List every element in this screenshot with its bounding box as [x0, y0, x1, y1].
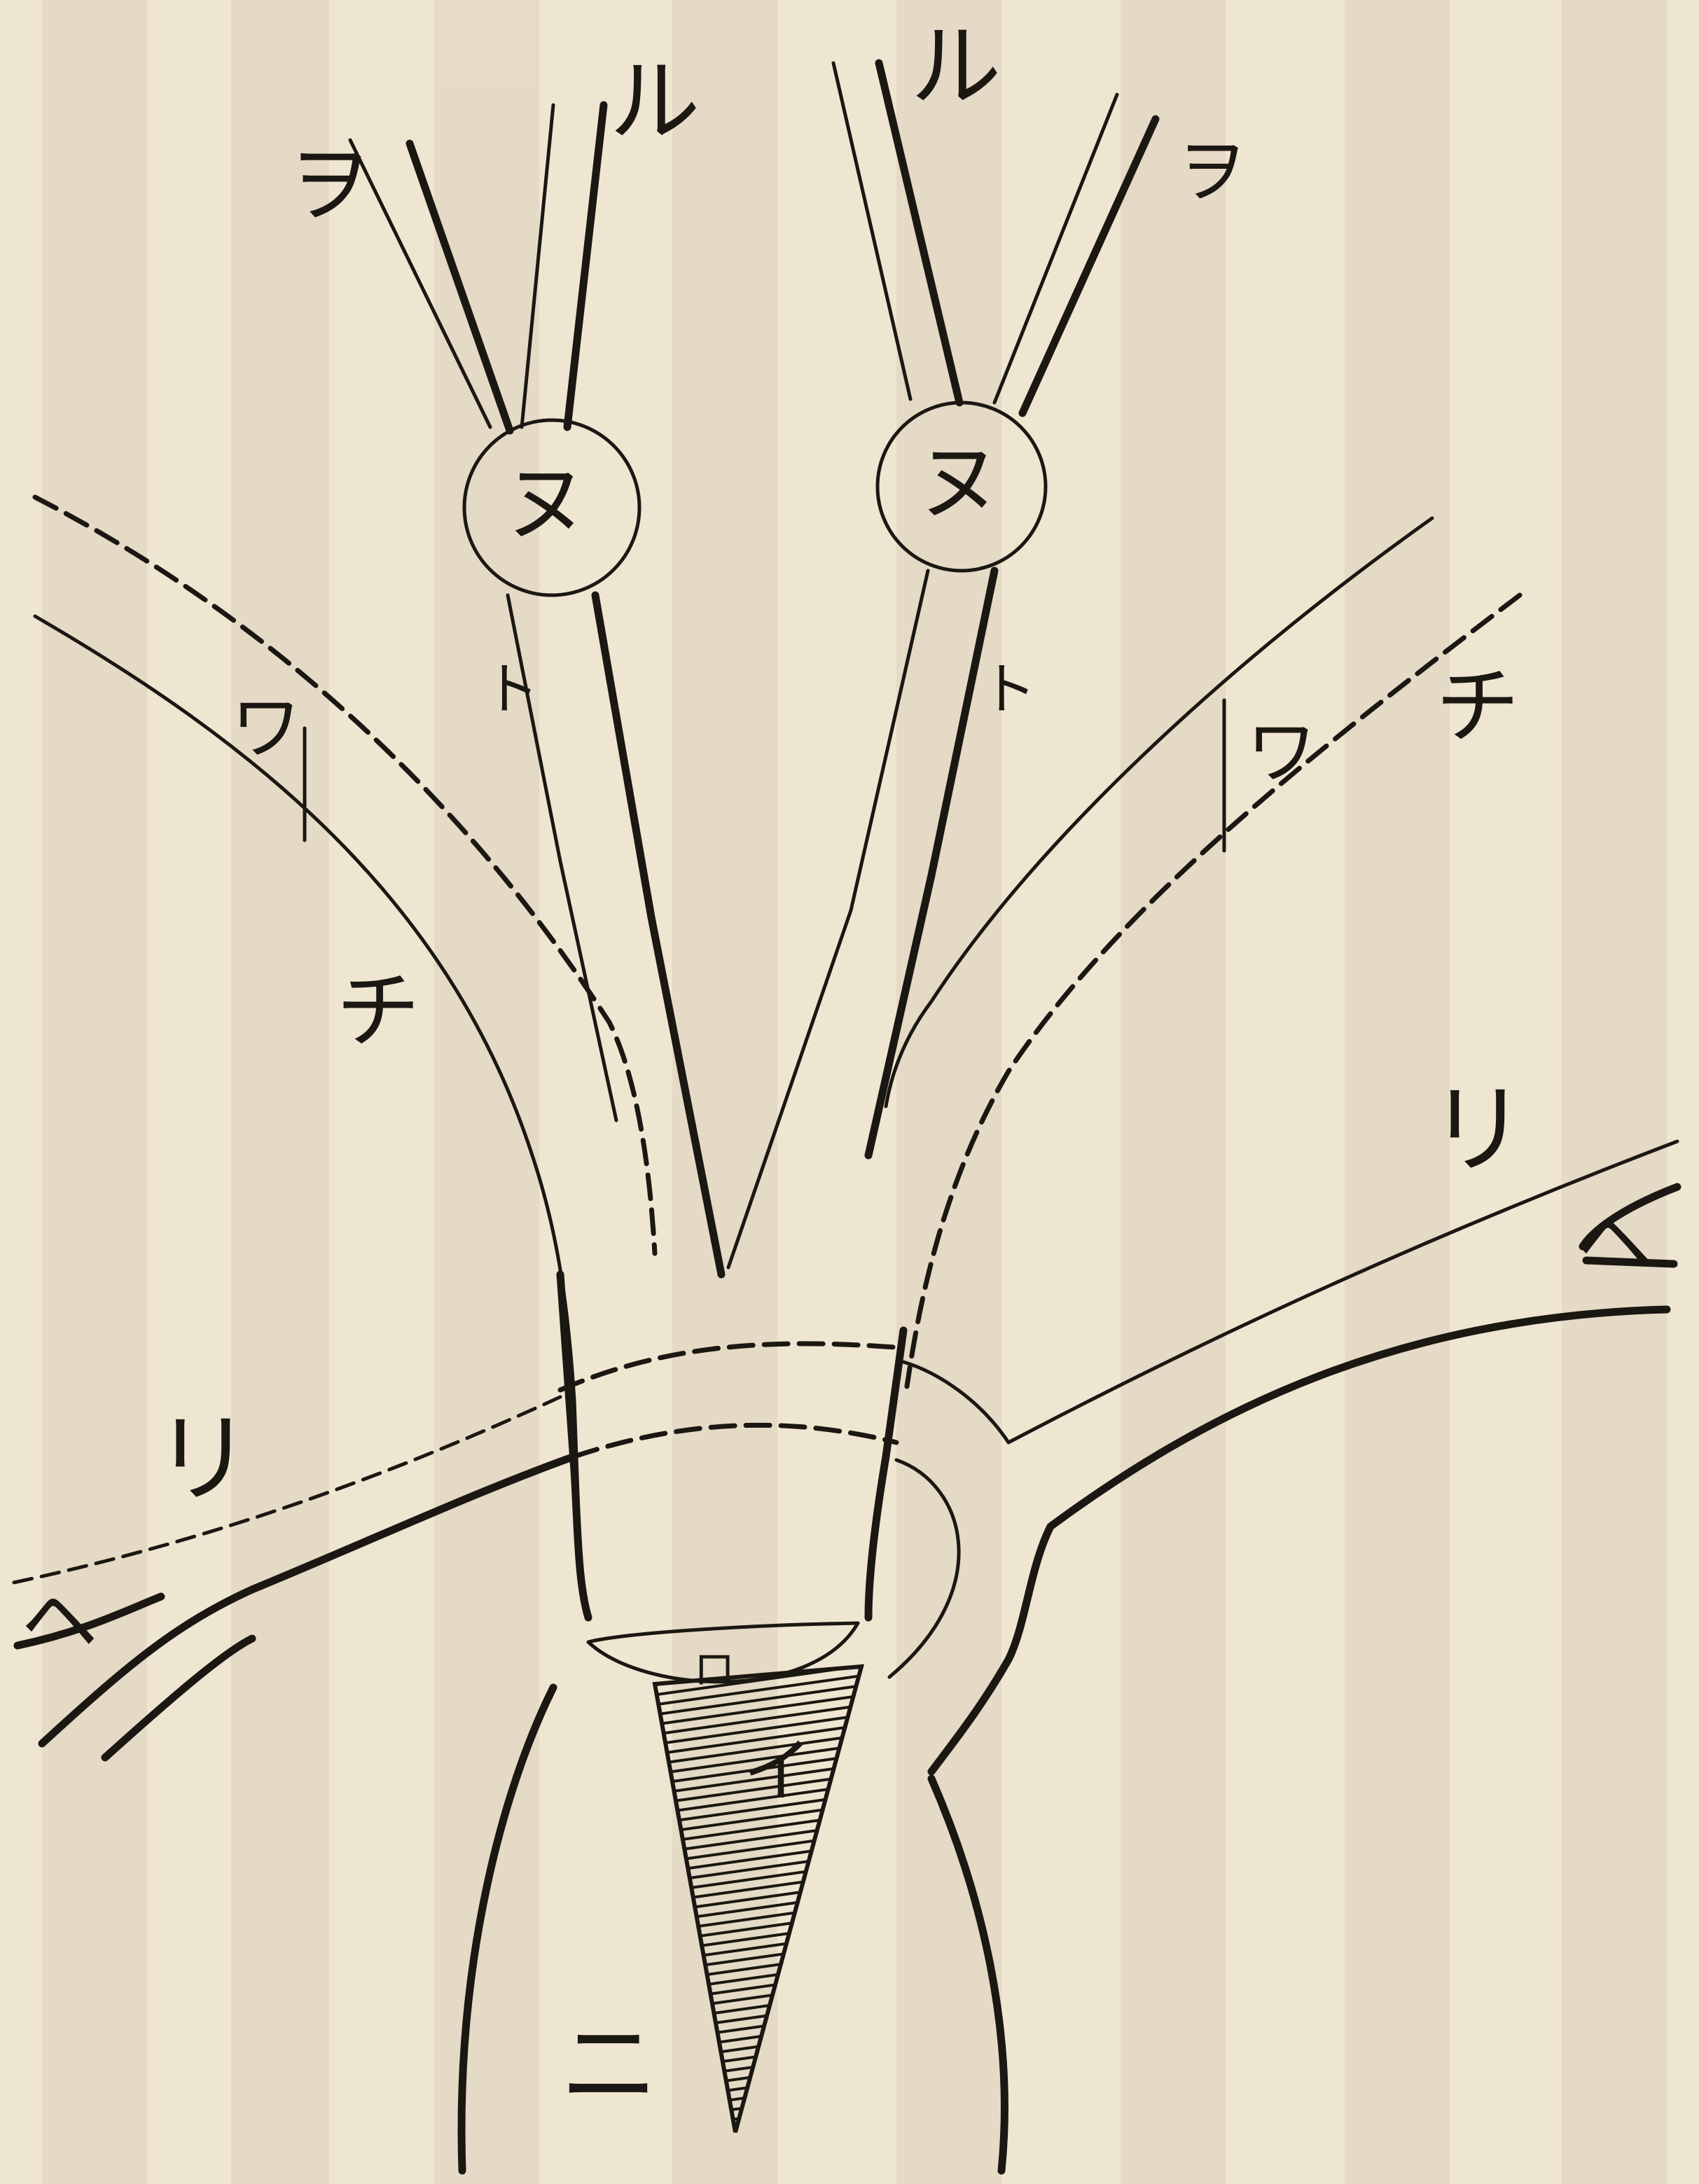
- trunk-right-wall: [868, 1330, 903, 1618]
- label-chi-left: チ: [336, 970, 420, 1054]
- band-dashed-lower: [574, 1425, 896, 1456]
- vessel-he-left-bottom: [105, 1639, 252, 1758]
- trunk-to-left-outer: [595, 595, 721, 1274]
- branch-ru-right-outer: [833, 63, 910, 399]
- label-nu-right: ヌ: [917, 441, 1001, 525]
- vessel-ri-right-lower: [931, 1309, 1667, 1772]
- label-ro: ロ: [693, 1649, 735, 1691]
- label-he-left: ヘ: [21, 1583, 98, 1660]
- label-to-right: ト: [980, 662, 1036, 718]
- label-ni: ニ: [560, 2017, 658, 2115]
- branch-ru-left-inner: [522, 105, 553, 427]
- label-nu-left: ヌ: [504, 462, 588, 546]
- label-wa-right: ワ: [1247, 718, 1317, 788]
- label-wa-left: ワ: [231, 693, 301, 763]
- label-i: イ: [742, 1737, 812, 1807]
- label-wo-right: ヲ: [1177, 137, 1247, 207]
- label-wo-left: ヲ: [287, 144, 371, 228]
- vessel-ri-left-lower: [42, 1456, 574, 1744]
- branch-ru-left-outer: [567, 105, 604, 427]
- label-ri-right: リ: [1429, 1082, 1527, 1180]
- label-to-left: ト: [483, 662, 539, 718]
- band-dashed-upper: [560, 1344, 903, 1390]
- vessel-chi-left-lower: [35, 616, 581, 1590]
- label-he-right: ヘ: [1576, 1204, 1653, 1281]
- cap-ro-top: [588, 1623, 858, 1642]
- label-ri-left: リ: [154, 1411, 252, 1509]
- trunk-to-right-outer: [868, 571, 994, 1155]
- enclosure-ni-left: [462, 1688, 553, 2171]
- bulb-arch: [889, 1460, 959, 1677]
- label-chi-right: チ: [1436, 665, 1520, 749]
- vessel-ri-right-upper: [903, 1141, 1677, 1442]
- trunk-to-right-inner: [728, 571, 928, 1267]
- enclosure-ni-right: [931, 1779, 1004, 2171]
- branch-wo-left-inner: [410, 144, 510, 431]
- vessel-chi-right-upper: [886, 518, 1432, 1106]
- label-ru-left: ル: [609, 56, 700, 147]
- trunk-left-wall: [560, 1274, 588, 1618]
- label-ru-right: ル: [910, 21, 1001, 112]
